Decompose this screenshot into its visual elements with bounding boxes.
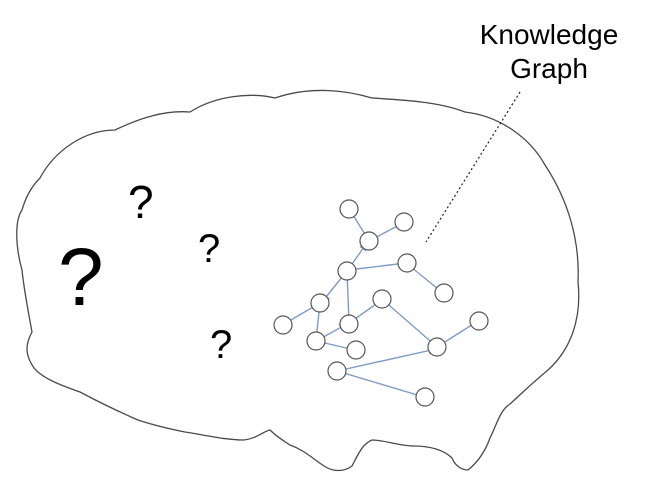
callout-label-line1: Knowledge: [480, 19, 619, 50]
graph-edge: [336, 370, 425, 399]
question-mark-upper: ?: [128, 176, 154, 228]
graph-node: [346, 340, 366, 360]
brain-outline: [16, 89, 580, 472]
graph-node: [434, 283, 454, 303]
graph-node: [337, 261, 357, 281]
graph-node: [359, 231, 379, 251]
graph-node: [310, 293, 330, 313]
graph-node: [394, 212, 414, 232]
graph-node: [427, 337, 447, 357]
graph-edge: [347, 262, 407, 274]
graph-node: [327, 361, 347, 381]
question-mark-middle: ?: [198, 227, 220, 271]
graph-edge: [336, 346, 437, 372]
graph-edge: [381, 298, 438, 348]
graph-node: [339, 199, 359, 219]
callout-leader-line: [425, 91, 521, 243]
graph-node: [397, 253, 417, 273]
graph-node: [306, 331, 326, 351]
graph-node: [273, 315, 293, 335]
graph-node: [469, 311, 489, 331]
question-mark-lower: ?: [210, 323, 232, 367]
graph-node: [415, 387, 435, 407]
question-mark-large: ?: [58, 232, 104, 323]
graph-node: [372, 289, 392, 309]
graph-node: [339, 314, 359, 334]
callout-label-line2: Graph: [510, 53, 588, 84]
graph-nodes: [273, 199, 489, 407]
